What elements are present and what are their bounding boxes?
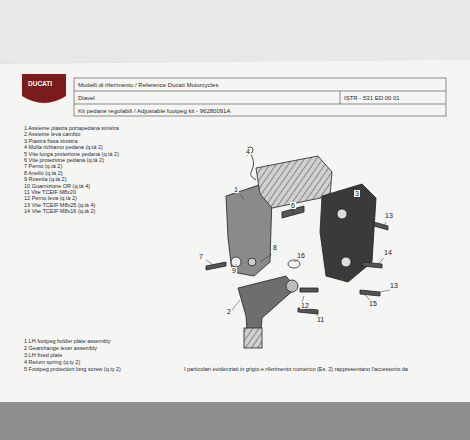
parts-list-item: 8 Anello (q.tà 2): [24, 170, 63, 176]
callout-number: 13: [384, 212, 394, 219]
logo-shield: [22, 74, 66, 103]
callout-number: 3: [354, 190, 360, 197]
callout-number: 11: [316, 316, 325, 323]
footpeg-drawing: [206, 147, 388, 348]
parts-list-item: 7 Perno (q.tà 2): [24, 163, 62, 169]
parts-list-item: 1 LH footpeg holder plate assembly: [24, 338, 111, 344]
parts-list-item: 10 Guarnizione OR (q.tà 4): [24, 183, 90, 189]
note-text: I particolari evidenziati in grigio e ri…: [184, 366, 460, 372]
callout-number: 14: [383, 249, 393, 256]
parts-list-item: 5 Vite lunga protezione pedana (q.tà 2): [24, 151, 119, 157]
callout-number: 15: [368, 300, 378, 307]
header-text: Kit pedane regolabili / Adjustable footp…: [78, 108, 230, 115]
header-table: [74, 78, 446, 116]
background-top: [0, 0, 470, 62]
parts-list-item: 3 Piastra fissa sinistra: [24, 138, 78, 144]
parts-list-item: 1 Assieme piastra portapedana sinistra: [24, 125, 119, 131]
callout-number: 1: [233, 186, 239, 193]
background-bottom: [0, 402, 470, 440]
callout-number: 4: [245, 148, 251, 155]
callout-number: 7: [198, 253, 204, 260]
header-text: ISTR - 531 ED.00 01: [344, 95, 400, 102]
parts-list-item: 9 Rosetta (q.tà 2): [24, 176, 67, 182]
header-text: Modelli di riferimento / Reference Ducat…: [78, 82, 218, 89]
parts-list-item: 12 Perno leva (q.tà 2): [24, 195, 77, 201]
callout-number: 2: [226, 308, 232, 315]
parts-list-item: 2 Assieme leva cambio: [24, 131, 80, 137]
parts-list-item: 2 Gearchange lever assembly: [24, 345, 97, 351]
callout-number: 9: [231, 267, 237, 274]
callout-number: 12: [300, 302, 310, 309]
parts-list-item: 5 Footpeg protection long screw (q.ty 2): [24, 366, 121, 372]
callout-number: 6: [290, 202, 296, 209]
header-text: Diavel: [78, 95, 95, 102]
paper-sheet: [0, 60, 470, 404]
parts-list-item: 13 Vite TCEIF M8x25 (q.tà 4): [24, 202, 95, 208]
callout-number: 16: [296, 252, 306, 259]
callout-number: 8: [272, 244, 278, 251]
callout-number: 13: [389, 282, 399, 289]
parts-list-item: 3 LH fixed plate: [24, 352, 62, 358]
parts-list-item: 11 Vite TCEIF M8x20: [24, 189, 76, 195]
leader-lines: [206, 150, 390, 316]
parts-list-item: 4 Molla richiamo pedana (q.tà 2): [24, 144, 103, 150]
parts-list-item: 14 Vite TCEIF M8x16 (q.tà 2): [24, 208, 95, 214]
parts-list-item: 6 Vite protezione pedana (q.tà 2): [24, 157, 104, 163]
logo-text: DUCATI: [28, 80, 52, 87]
parts-list-item: 4 Return spring (q.ty 2): [24, 359, 80, 365]
